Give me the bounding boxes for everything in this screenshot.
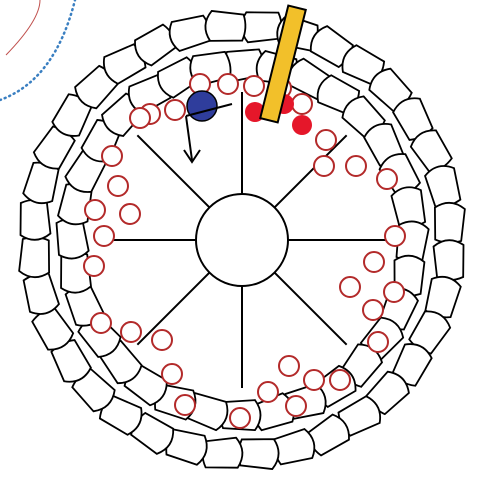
tile-ring2-17 [237, 438, 280, 471]
tile-ring2-35 [204, 9, 247, 42]
open-red-circle [119, 203, 141, 225]
open-red-circle [329, 369, 351, 391]
open-red-circle [384, 225, 406, 247]
open-red-circle [367, 331, 389, 353]
open-red-circle [278, 355, 300, 377]
hook-arrow-head [183, 149, 201, 164]
open-red-circle [229, 407, 251, 429]
open-red-circle [90, 312, 112, 334]
open-red-circle [84, 199, 106, 221]
central-hub [195, 193, 289, 287]
thin-red-arc [5, 0, 41, 56]
tile-ring2-28 [22, 161, 60, 205]
open-red-circle [339, 276, 361, 298]
tile-ring2-0 [240, 11, 283, 44]
tile-ring2-27 [19, 198, 52, 241]
open-red-circle [257, 381, 279, 403]
spoke-7 [136, 134, 211, 209]
open-red-circle [93, 225, 115, 247]
open-red-circle [217, 73, 239, 95]
open-red-circle [345, 155, 367, 177]
open-red-circle [129, 107, 151, 129]
hook-arrow-icon [183, 103, 233, 164]
gold-rod-icon [259, 4, 307, 124]
open-red-circle [376, 168, 398, 190]
filled-red-circle [292, 115, 312, 135]
spoke-3 [273, 271, 348, 346]
open-red-circle [315, 129, 337, 151]
filled-blue-circle [186, 90, 218, 122]
open-red-circle [174, 394, 196, 416]
tile-ring2-8 [433, 201, 466, 244]
hook-arrow-line [185, 103, 233, 161]
open-red-circle [362, 299, 384, 321]
spoke-5 [136, 271, 211, 346]
open-red-circle [120, 321, 142, 343]
dotted-blue-arc [0, 0, 77, 102]
open-red-circle [151, 329, 173, 351]
open-red-circle [363, 251, 385, 273]
open-red-circle [243, 75, 265, 97]
tile-ring2-26 [18, 236, 51, 279]
open-red-circle [291, 93, 313, 115]
tile-ring2-18 [201, 436, 244, 469]
open-red-circle [101, 145, 123, 167]
open-circles-group [83, 73, 406, 429]
open-red-circle [83, 255, 105, 277]
spokes-group [94, 92, 390, 388]
open-red-circle [107, 175, 129, 197]
open-red-circle [313, 155, 335, 177]
open-red-circle [303, 369, 325, 391]
open-red-circle [383, 281, 405, 303]
tile-ring2-9 [432, 239, 465, 282]
open-red-circle [164, 99, 186, 121]
tile-ring2-10 [424, 275, 462, 319]
open-red-circle [285, 395, 307, 417]
spoke-1 [273, 134, 348, 209]
open-red-circle [161, 363, 183, 385]
